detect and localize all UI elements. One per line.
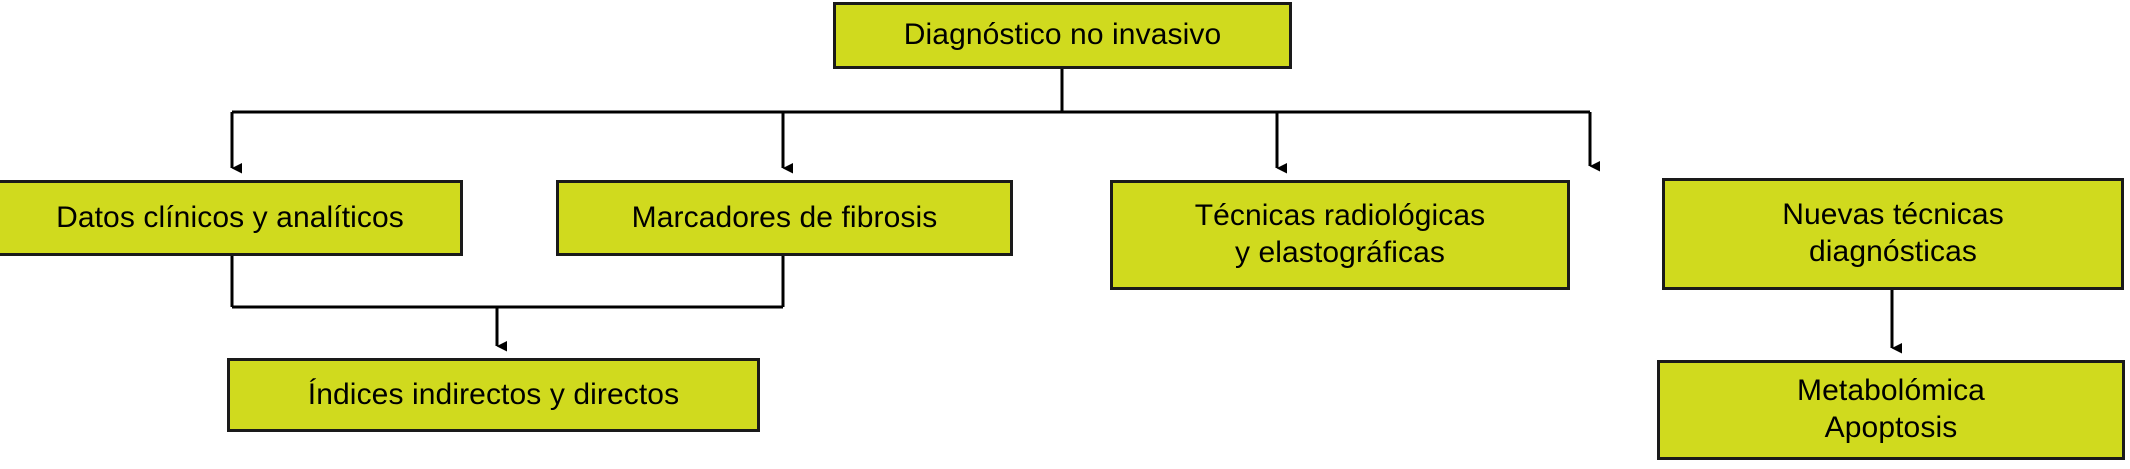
node-label: Datos clínicos y analíticos <box>56 200 404 234</box>
node-label: Diagnóstico no invasivo <box>903 18 1222 52</box>
node-label: Marcadores de fibrosis <box>631 200 938 234</box>
node-indices-indirectos-y-directos[interactable]: Índices indirectos y directos <box>227 358 760 432</box>
node-metabolomica-apoptosis[interactable]: Metabolómica Apoptosis <box>1657 360 2125 460</box>
node-label: Metabolómica Apoptosis <box>1797 374 1985 444</box>
node-diagnostico-no-invasivo[interactable]: Diagnóstico no invasivo <box>833 2 1292 69</box>
node-tecnicas-radiologicas-y-elastograficas[interactable]: Técnicas radiológicas y elastográficas <box>1110 180 1570 290</box>
node-label: Técnicas radiológicas y elastográficas <box>1194 199 1486 269</box>
node-datos-clinicos-y-analiticos[interactable]: Datos clínicos y analíticos <box>0 180 463 256</box>
node-label: Nuevas técnicas diagnósticas <box>1782 198 2004 268</box>
node-nuevas-tecnicas-diagnosticas[interactable]: Nuevas técnicas diagnósticas <box>1662 178 2124 290</box>
node-marcadores-de-fibrosis[interactable]: Marcadores de fibrosis <box>556 180 1013 256</box>
node-label: Índices indirectos y directos <box>307 377 680 411</box>
